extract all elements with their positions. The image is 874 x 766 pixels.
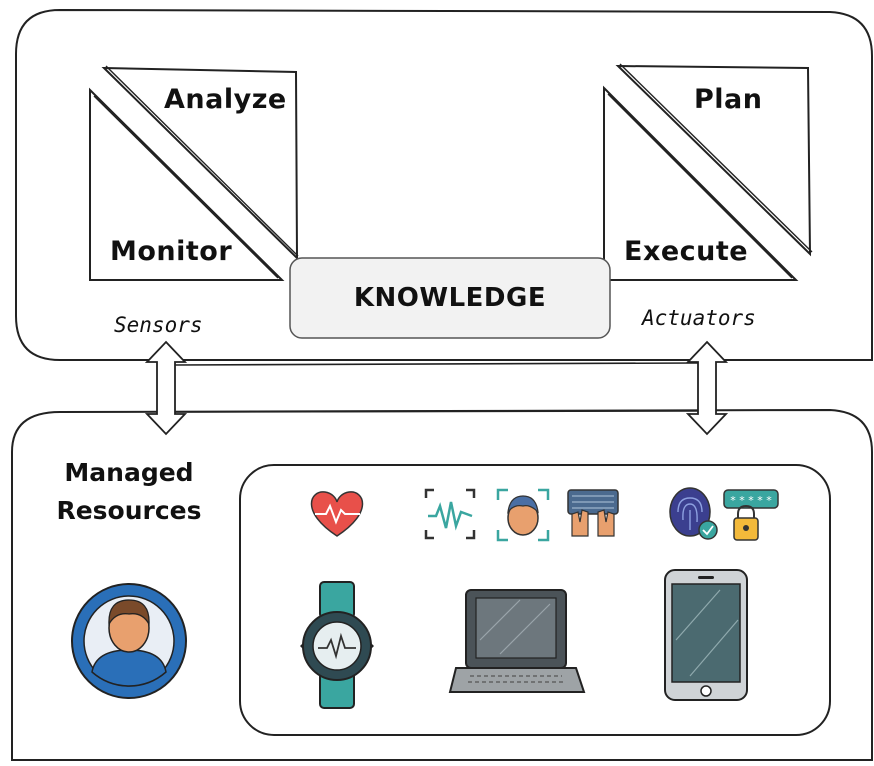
- monitor-label: Monitor: [110, 236, 233, 267]
- sensor-arrow: [144, 340, 188, 436]
- keyboard-typing-icon: [567, 489, 619, 537]
- actuator-arrow: [685, 340, 729, 436]
- knowledge-box: [289, 257, 611, 339]
- knowledge-label: KNOWLEDGE: [353, 283, 547, 313]
- plan-label: Plan: [694, 84, 763, 115]
- smartphone-icon: [664, 569, 748, 701]
- analyze-label: Analyze: [164, 84, 287, 115]
- password-lock-icon: * * * * *: [723, 489, 779, 541]
- laptop-icon: [448, 589, 586, 693]
- connector-band: [174, 362, 699, 413]
- analyze-monitor-block: [89, 65, 299, 281]
- face-recognition-icon: [496, 488, 550, 542]
- svg-text:* * * * *: * * * * *: [730, 494, 772, 507]
- heart-rate-icon: [310, 491, 364, 537]
- actuators-label: Actuators: [642, 306, 756, 330]
- smartwatch-icon: [300, 581, 374, 709]
- managed-title-line2: Resources: [56, 496, 202, 525]
- biometric-scan-icon: [424, 488, 476, 540]
- execute-label: Execute: [624, 236, 749, 267]
- user-avatar-icon: [71, 583, 187, 699]
- sensors-label: Sensors: [114, 313, 203, 337]
- fingerprint-icon: [669, 487, 718, 540]
- devices-box: [239, 464, 831, 736]
- managed-resources-box: [11, 408, 873, 761]
- managed-title-line1: Managed: [64, 458, 194, 487]
- plan-execute-block: [603, 63, 813, 281]
- autonomic-manager-box: [15, 8, 873, 361]
